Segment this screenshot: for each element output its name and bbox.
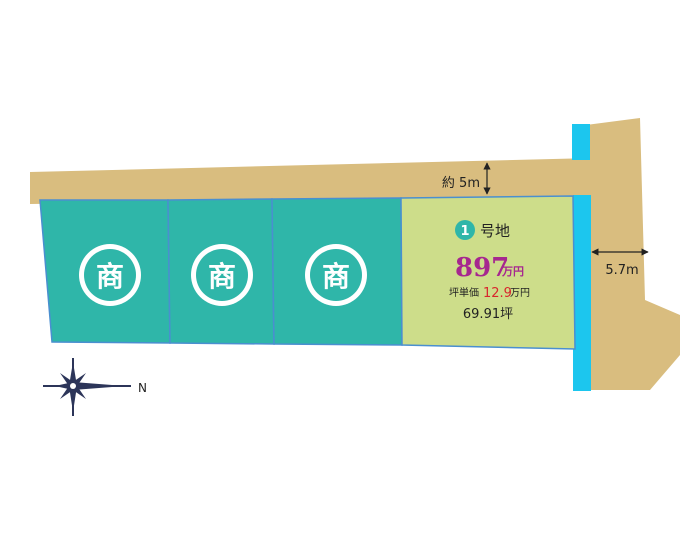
commercial-symbol-text: 商 — [96, 260, 124, 293]
lot-1-price-unit: 万円 — [501, 265, 524, 278]
commercial-symbol-3: 商 — [305, 244, 367, 306]
compass-rose-icon — [43, 358, 131, 416]
lot-1-badge: 1 — [455, 220, 475, 240]
waterway-top — [572, 124, 590, 160]
east-road — [586, 118, 680, 390]
lot-1[interactable] — [400, 195, 576, 350]
north-road-width-label: 約 5m — [442, 176, 480, 191]
lot-1-unit-price: 12.9 — [483, 286, 512, 301]
east-road-width-label: 5.7m — [605, 263, 638, 278]
compass-north-label: N — [138, 381, 147, 395]
commercial-symbol-text: 商 — [322, 260, 350, 293]
lot-1-unit-price-unit: 万円 — [510, 288, 530, 299]
lot-1-label: 号地 — [480, 222, 510, 240]
commercial-symbol-2: 商 — [191, 244, 253, 306]
lot-1-number: 1 — [460, 224, 469, 239]
waterway-east — [573, 195, 591, 391]
lot-1-price: 897 — [455, 253, 509, 283]
commercial-symbol-text: 商 — [208, 260, 236, 293]
commercial-symbol-1: 商 — [79, 244, 141, 306]
north-road — [30, 158, 593, 204]
lot-1-area: 69.91坪 — [463, 307, 513, 322]
lot-1-unit-price-label: 坪単価 — [449, 286, 479, 299]
